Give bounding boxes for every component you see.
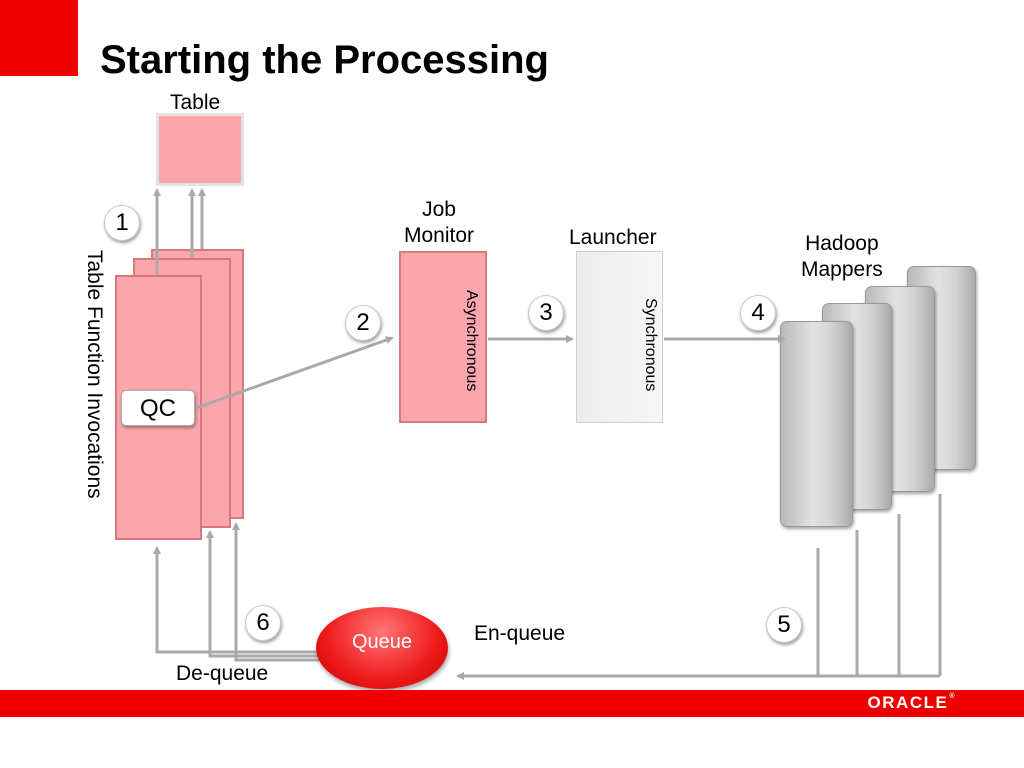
tfi-label: Table Function Invocations [83,250,106,499]
arrow-qc-to-monitor [195,336,394,410]
job-monitor-label: Job Monitor [404,198,475,247]
launcher-label: Launcher [569,226,657,249]
step-badge-6: 6 [245,605,281,641]
oracle-logo: ORACLE® [868,693,956,713]
job-monitor-mode: Asynchronous [463,290,480,392]
qc-box: QC [121,390,195,426]
step-badge-2: 2 [345,305,381,341]
oracle-wordmark: ORACLE [867,693,949,712]
slide-title: Starting the Processing [100,38,549,82]
job-monitor-box [399,251,487,423]
mappers-label: Hadoop Mappers [801,232,883,281]
step-badge-4: 4 [740,295,776,331]
enqueue-label: En-queue [474,622,566,645]
arrow-dequeue-1 [153,546,320,654]
mapper-box-1 [780,321,853,527]
launcher-box [576,251,663,423]
corner-accent [0,0,78,76]
queue-node: Queue [316,607,448,689]
table-label: Table [170,91,221,114]
step-badge-3: 3 [528,295,564,331]
step-badge-5: 5 [766,607,802,643]
registered-mark: ® [949,693,956,700]
step-badge-1: 1 [104,205,140,241]
dequeue-label: De-queue [176,662,269,685]
footer-bar [0,690,1024,717]
table-box [156,113,244,186]
launcher-mode: Synchronous [642,298,659,392]
